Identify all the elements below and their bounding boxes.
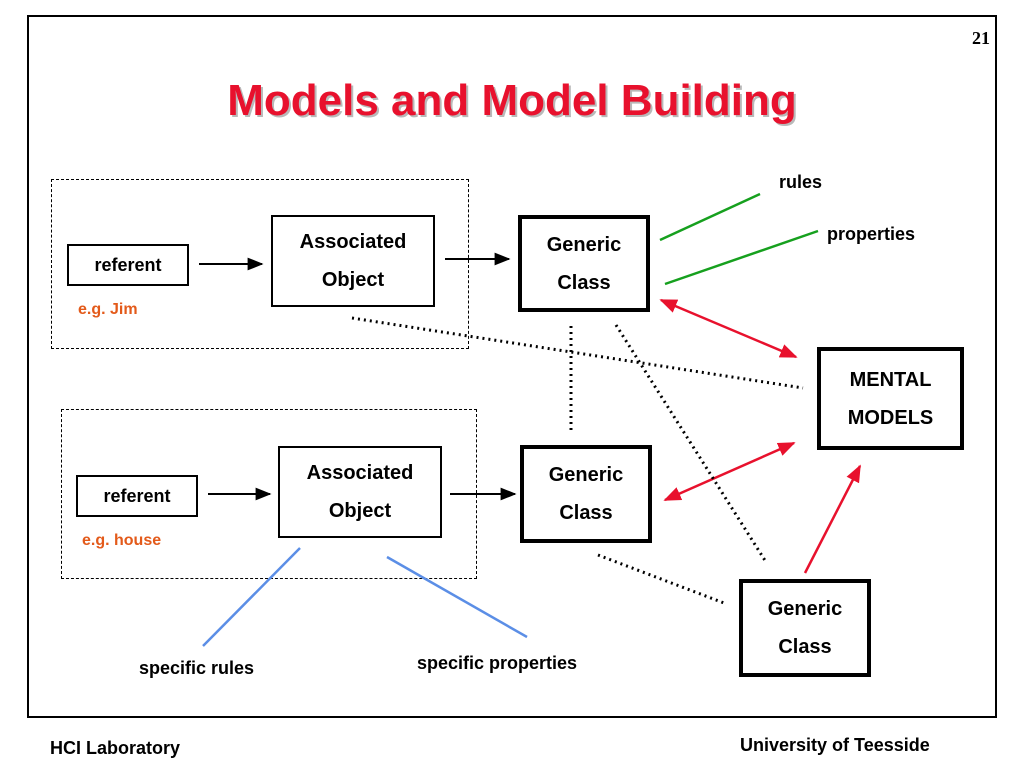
footer-right: University of Teesside bbox=[740, 735, 930, 755]
mental-models-box: MENTAL MODELS bbox=[817, 347, 964, 450]
generic-class-box-bottom: Generic Class bbox=[520, 445, 652, 543]
specific-rules-line bbox=[202, 547, 301, 647]
class-label: Class bbox=[557, 271, 611, 294]
footer-left: HCI Laboratory bbox=[50, 738, 181, 758]
slide-title: Models and Model Building bbox=[227, 76, 797, 125]
properties-label: properties bbox=[827, 224, 916, 244]
generic-class-box-lower: Generic Class bbox=[739, 579, 871, 677]
dotted-object-to-mental bbox=[351, 316, 804, 390]
referent-box-top: referent bbox=[67, 244, 189, 286]
generic-class-box-top: Generic Class bbox=[518, 215, 650, 312]
referent-label: referent bbox=[94, 255, 162, 275]
associated-label: Associated bbox=[299, 231, 407, 253]
arrow-lower-generic-to-mental bbox=[803, 464, 862, 574]
slide-frame bbox=[27, 15, 997, 718]
object-label: Object bbox=[328, 500, 392, 522]
rules-line bbox=[659, 192, 761, 242]
double-arrow-generic-bottom-mental bbox=[663, 441, 796, 502]
associated-label: Associated bbox=[306, 462, 414, 484]
mental-label: MENTAL bbox=[849, 368, 932, 391]
example-house: e.g. house bbox=[82, 532, 162, 549]
models-label: MODELS bbox=[847, 406, 934, 429]
dotted-generic-bottom-to-lower bbox=[597, 553, 725, 605]
associated-object-box-bottom: Associated Object bbox=[278, 446, 442, 538]
slide-number: 21 bbox=[972, 28, 990, 48]
class-label: Class bbox=[778, 636, 832, 658]
specific-properties-label: specific properties bbox=[417, 653, 578, 673]
class-label: Class bbox=[559, 502, 613, 524]
specific-properties-line bbox=[386, 555, 528, 639]
top-group-outline bbox=[51, 179, 469, 349]
referent-box-bottom: referent bbox=[76, 475, 198, 517]
generic-label: Generic bbox=[767, 598, 843, 620]
referent-label: referent bbox=[103, 486, 171, 506]
double-arrow-generic-top-mental bbox=[659, 298, 798, 359]
example-jim: e.g. Jim bbox=[78, 301, 138, 318]
specific-rules-label: specific rules bbox=[139, 658, 255, 678]
object-label: Object bbox=[321, 269, 385, 291]
associated-object-box-top: Associated Object bbox=[271, 215, 435, 307]
generic-label: Generic bbox=[548, 464, 624, 486]
properties-line bbox=[664, 229, 819, 286]
rules-label: rules bbox=[779, 172, 823, 192]
generic-label: Generic bbox=[546, 233, 622, 256]
